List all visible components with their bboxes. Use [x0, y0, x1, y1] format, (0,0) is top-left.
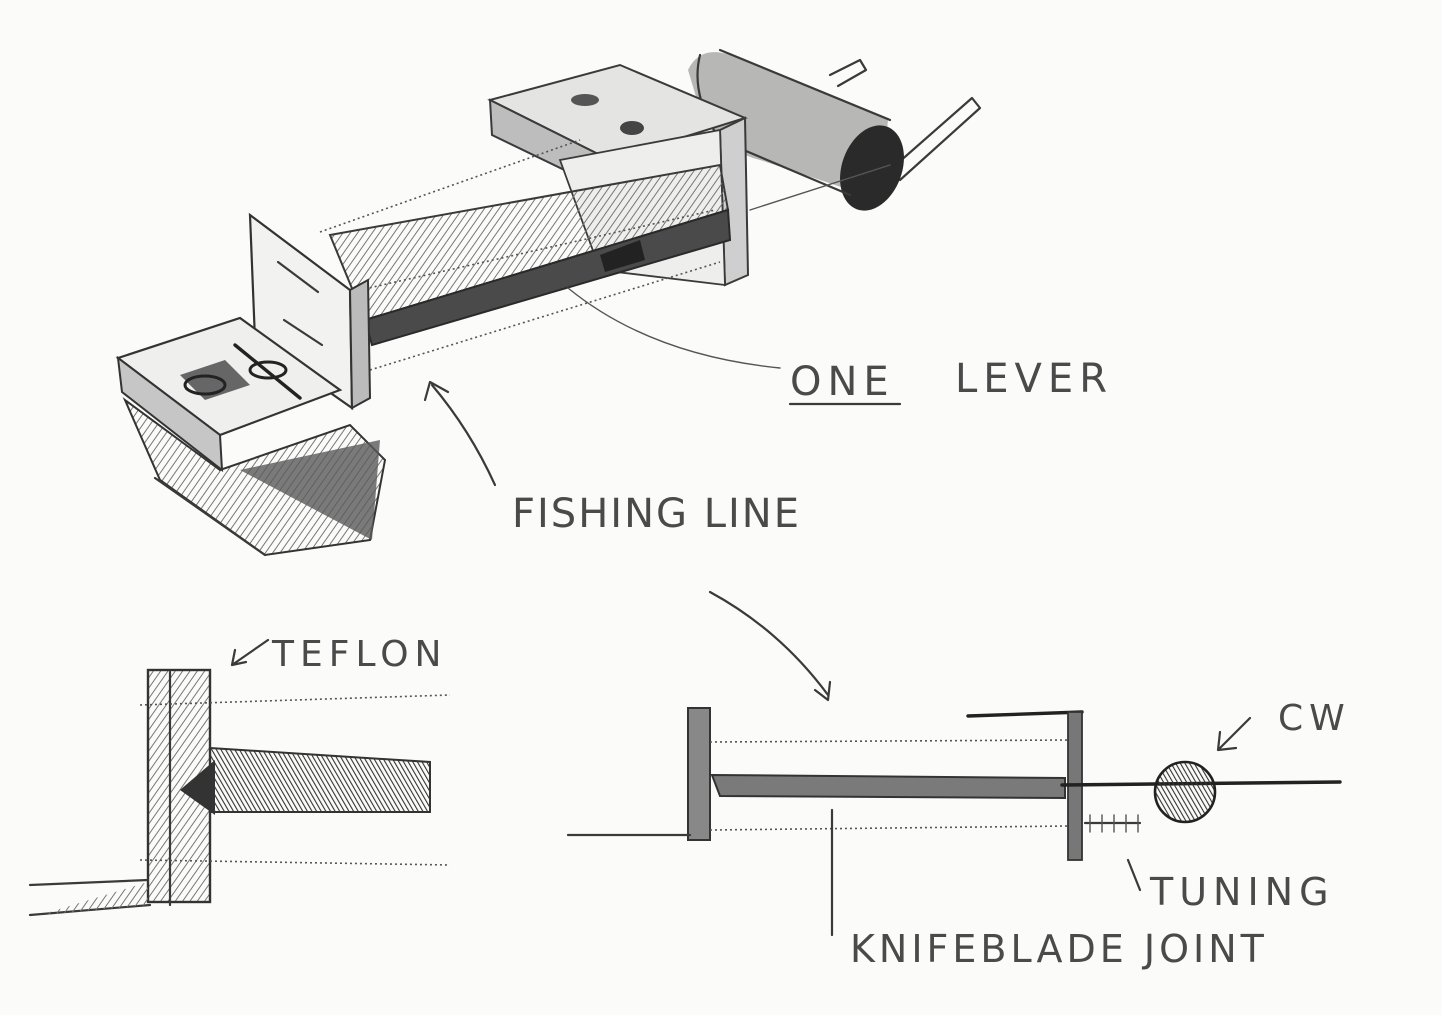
lever-beam [328, 163, 732, 347]
knifeblade-section-detail [566, 590, 1342, 937]
label-tuning: TUNING [1149, 870, 1335, 914]
isometric-assembly [115, 48, 982, 557]
front-vertical-plate [248, 212, 372, 411]
label-one: ONE [790, 359, 895, 405]
front-bracket [115, 316, 343, 473]
counterweight-circle [1153, 760, 1217, 824]
base-block [122, 396, 387, 557]
one-lever-leader [567, 287, 781, 369]
label-fishing-line: FISHING LINE [512, 491, 801, 537]
fishing-line-arrow-down [708, 590, 830, 697]
cw-arrow [1216, 716, 1252, 752]
label-cw: CW [1278, 698, 1351, 739]
tuning-leader [1126, 858, 1142, 892]
label-lever: LEVER [955, 356, 1113, 402]
label-teflon: TEFLON [271, 634, 447, 675]
fishing-line-arrow-up [430, 383, 497, 487]
label-knifeblade-joint: KNIFEBLADE JOINT [850, 927, 1268, 971]
teflon-arrow [230, 638, 270, 667]
teflon-section-detail [28, 638, 451, 917]
